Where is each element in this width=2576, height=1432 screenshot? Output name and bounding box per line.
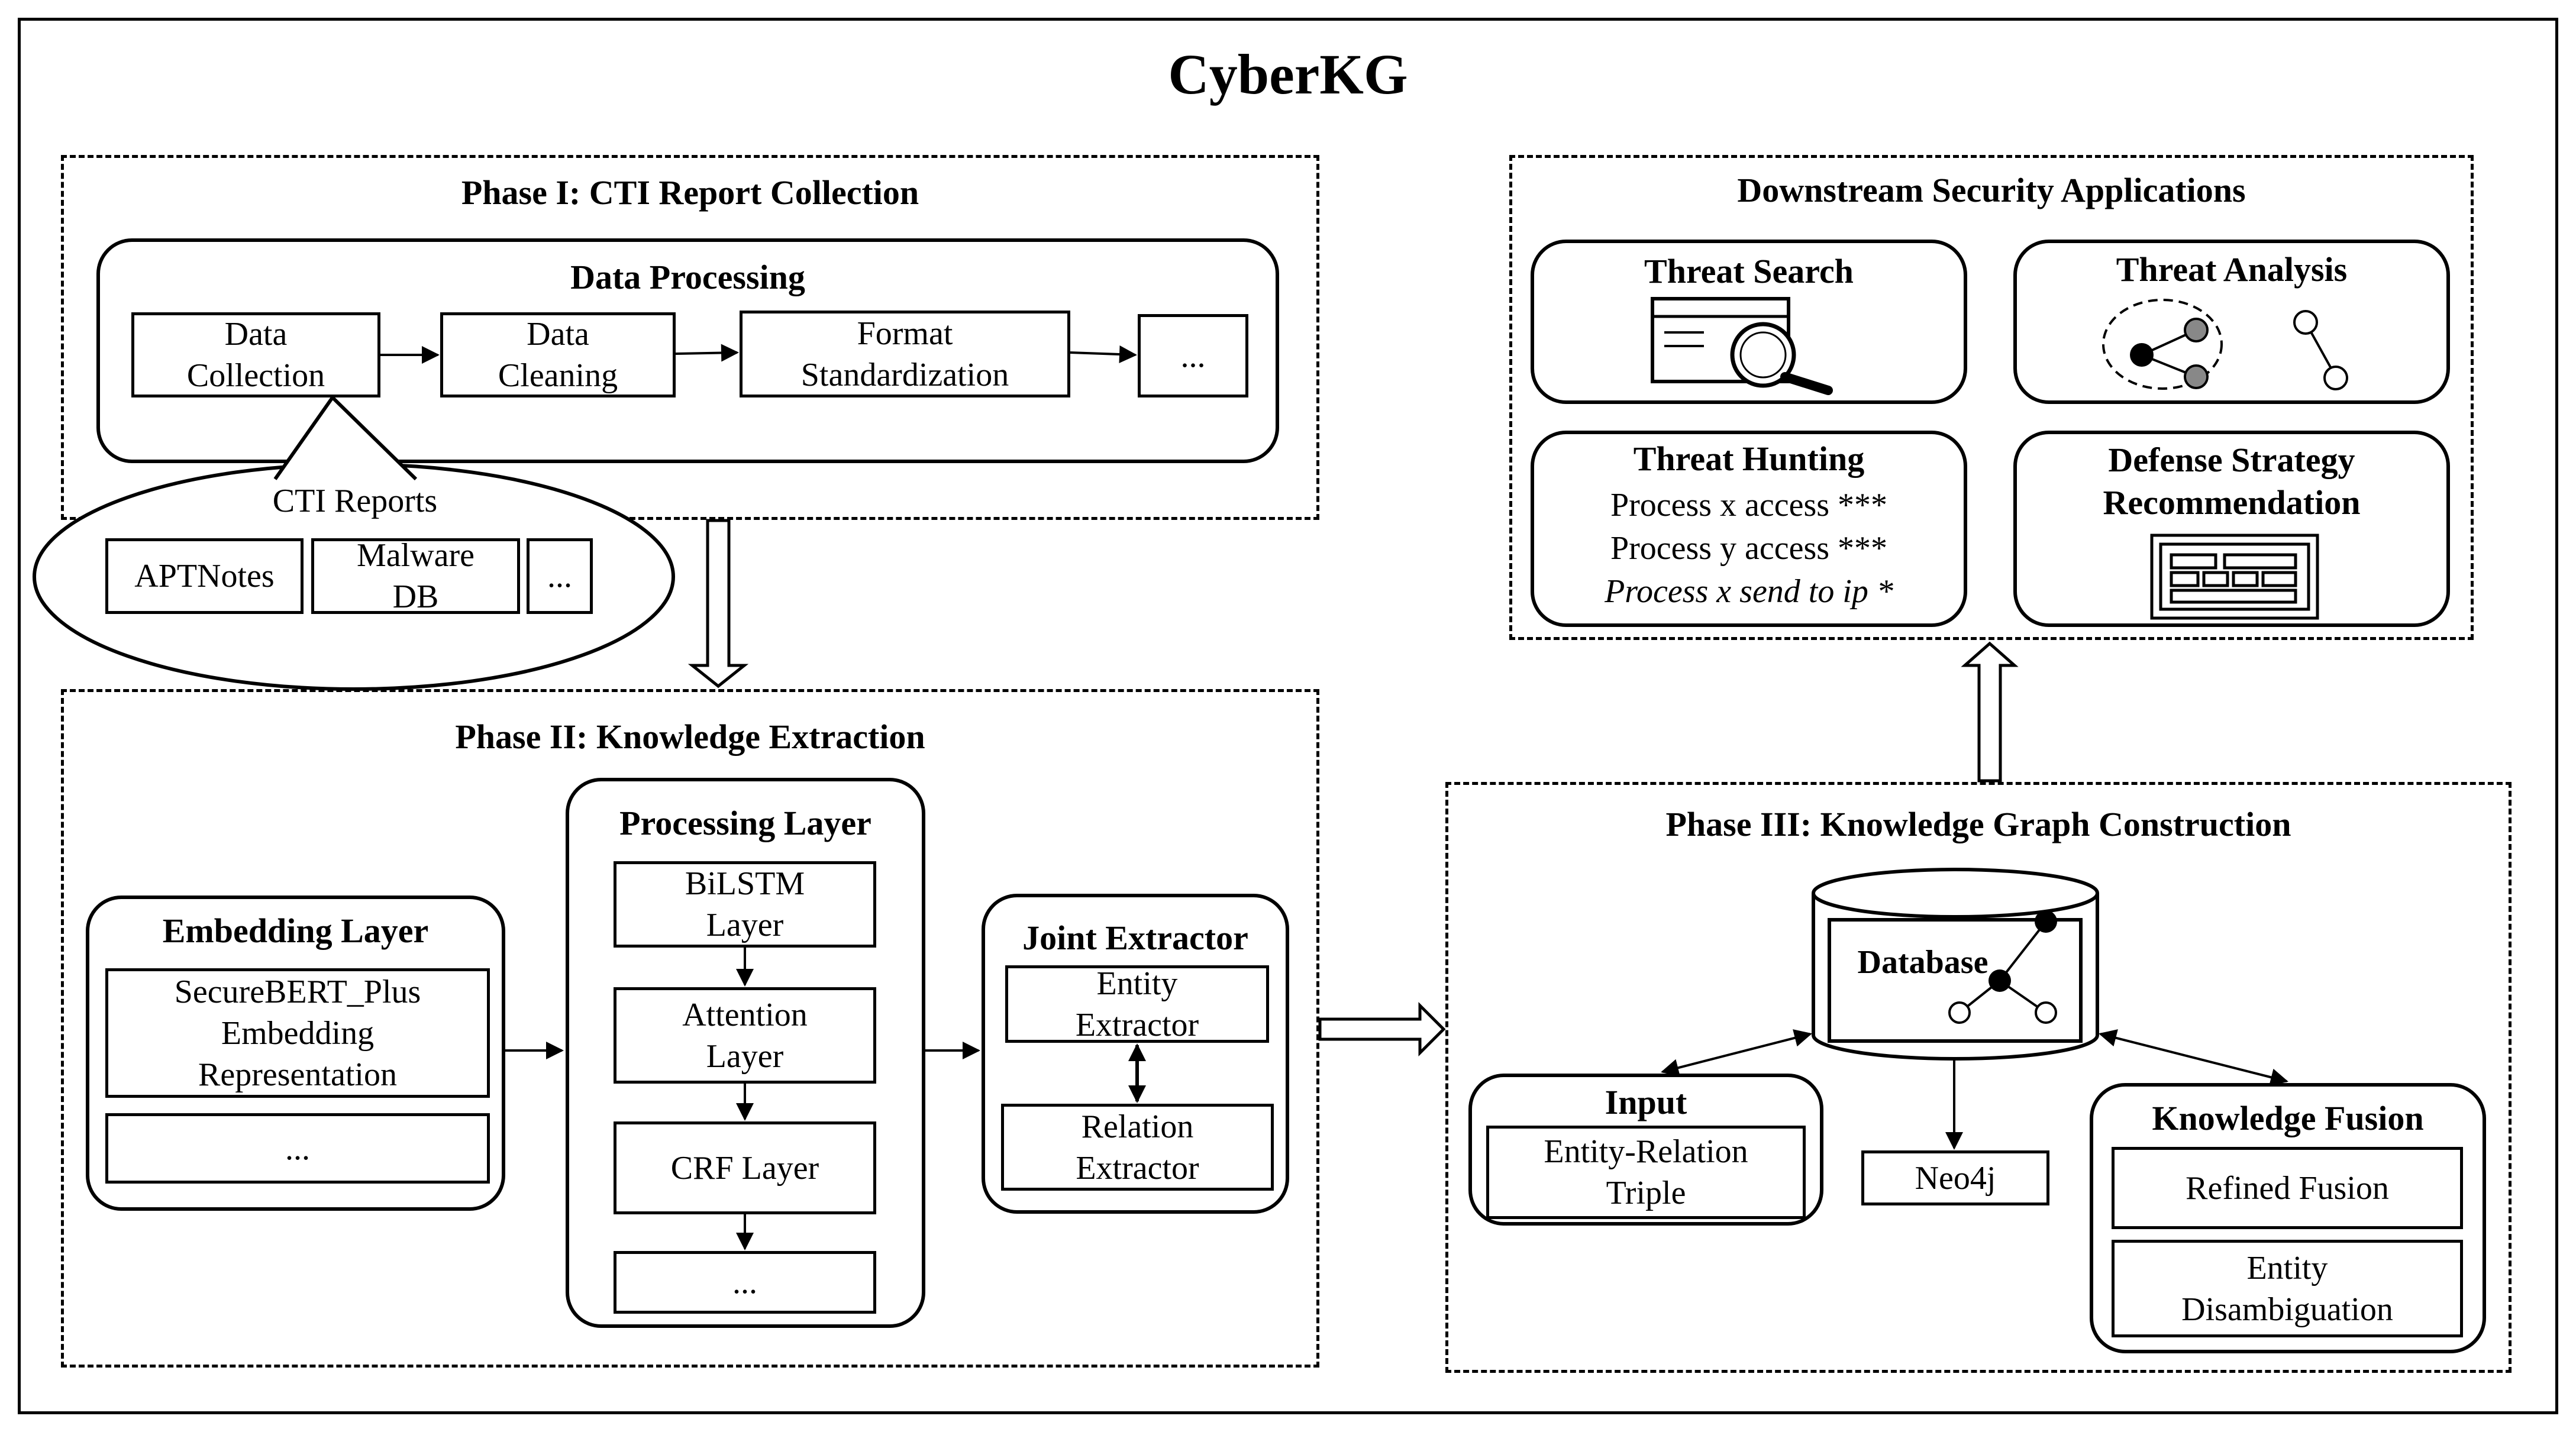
phase1-container: [61, 155, 1319, 520]
securebert-embedding-box: SecureBERT_Plus Embedding Representation: [105, 968, 490, 1098]
processing-layer-heading: Processing Layer: [619, 804, 871, 842]
defense-strategy-card: [2013, 431, 2450, 627]
processing-more-box: ...: [614, 1251, 876, 1314]
hunting-query-3: Process x send to ip *: [1605, 573, 1893, 610]
hunting-query-1: Process x access ***: [1610, 487, 1888, 523]
database-label: Database: [1857, 944, 1989, 981]
input-heading: Input: [1605, 1083, 1687, 1121]
embedding-more-box: ...: [105, 1113, 490, 1184]
entity-extractor-box: Entity Extractor: [1005, 965, 1269, 1043]
threat-hunting-heading: Threat Hunting: [1633, 439, 1865, 478]
phase3-container: [1445, 782, 2512, 1373]
knowledge-fusion-heading: Knowledge Fusion: [2152, 1099, 2424, 1137]
attention-layer-box: Attention Layer: [614, 987, 876, 1084]
phase3-heading: Phase III: Knowledge Graph Construction: [1665, 805, 2291, 843]
threat-analysis-card: [2013, 240, 2450, 404]
cyberkg-frame: [18, 18, 2558, 1414]
more-steps: ...: [1138, 314, 1248, 397]
crf-layer-box: CRF Layer: [614, 1121, 876, 1214]
cti-reports-heading: CTI Reports: [272, 483, 438, 519]
format-standardization-step: Format Standardization: [740, 311, 1070, 397]
embedding-layer-heading: Embedding Layer: [162, 911, 429, 950]
threat-analysis-heading: Threat Analysis: [2116, 250, 2348, 289]
entity-disambiguation-box: Entity Disambiguation: [2112, 1240, 2463, 1337]
neo4j-box: Neo4j: [1861, 1150, 2049, 1205]
threat-hunting-card: [1531, 431, 1967, 627]
diagram-title: CyberKG: [1168, 43, 1408, 106]
data-cleaning-step: Data Cleaning: [440, 312, 676, 397]
entity-relation-triple-box: Entity-Relation Triple: [1486, 1126, 1806, 1219]
malware-db-source: Malware DB: [311, 537, 520, 615]
defense-strategy-heading: Defense Strategy Recommendation: [2103, 441, 2361, 522]
phase2-container: [61, 689, 1319, 1368]
joint-extractor-heading: Joint Extractor: [1022, 919, 1248, 957]
downstream-container: [1509, 155, 2474, 640]
more-sources: ...: [527, 538, 593, 614]
data-processing-heading: Data Processing: [570, 258, 805, 296]
data-collection-step: Data Collection: [131, 312, 380, 397]
hunting-query-2: Process y access ***: [1610, 530, 1888, 567]
bilstm-layer-box: BiLSTM Layer: [614, 861, 876, 948]
downstream-heading: Downstream Security Applications: [1737, 171, 2246, 209]
phase1-heading: Phase I: CTI Report Collection: [461, 173, 919, 212]
refined-fusion-box: Refined Fusion: [2112, 1147, 2463, 1229]
aptnotes-source: APTNotes: [105, 538, 304, 614]
phase2-heading: Phase II: Knowledge Extraction: [455, 717, 925, 756]
relation-extractor-box: Relation Extractor: [1001, 1104, 1274, 1191]
threat-search-heading: Threat Search: [1644, 252, 1854, 290]
